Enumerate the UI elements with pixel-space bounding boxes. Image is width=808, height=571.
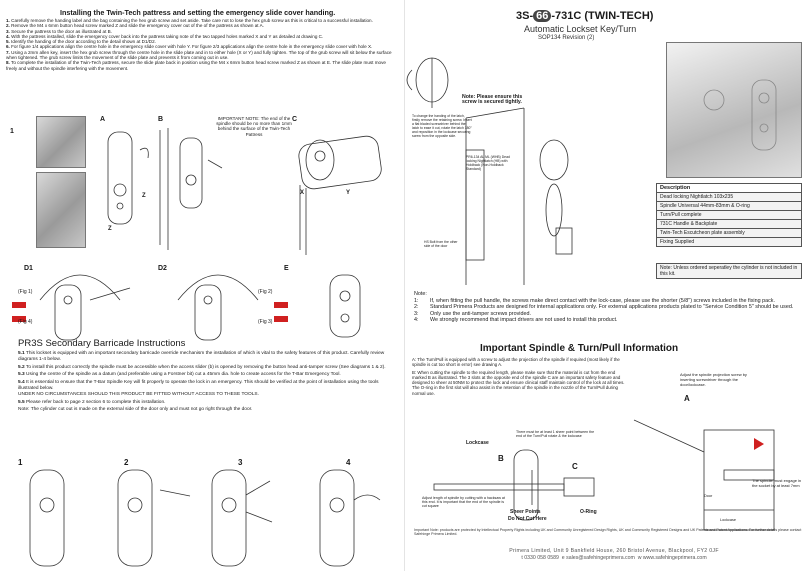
cylinder-not-included-note: Note: Unless ordered seperatley the cyli… <box>656 263 802 279</box>
step-3: 3. Secure the pattress to the door as il… <box>6 28 112 34</box>
para-5-2: 5.2 To install this product correctly th… <box>18 364 386 370</box>
footer-website[interactable]: www.safehingeprimera.com <box>642 555 707 561</box>
model-badge: 66 <box>533 10 552 22</box>
footer-contacts: t 0330 058 0589 e sales@safehingeprimera… <box>521 555 707 561</box>
diagram-num-2: 2 <box>124 458 129 467</box>
latch-handing-note: To change the handing of the latch, firs… <box>412 114 472 138</box>
left-line-art <box>12 128 382 567</box>
cutting-note: Adjust length of spindle by cutting with… <box>422 496 505 509</box>
step-6: 6. For figure 1/4 applications align the… <box>6 44 373 50</box>
door-label: Door <box>704 494 713 498</box>
note-1: 1:If, when fitting the pull handle, the … <box>414 297 775 304</box>
pattress-photo-bottom <box>36 172 86 248</box>
drawing-label-a: A <box>684 394 690 403</box>
note-3: 3:Only use the anti-tamper screws provid… <box>414 310 531 317</box>
parts-table-header: Description <box>656 183 802 193</box>
legal-notice: Important Note: products are protected b… <box>414 528 802 536</box>
footer-phone: 0330 058 0589 <box>524 555 559 561</box>
barricade-section-body: 5.1 This lockset is equipped with an imp… <box>18 351 398 415</box>
installation-steps: 1. Carefully remove the handing label an… <box>6 18 398 71</box>
left-title: Installing the Twin-Tech pattress and se… <box>60 8 336 17</box>
label-x: X <box>300 190 305 196</box>
sheer-points-label: Sheer Points <box>510 509 541 515</box>
step-7: 7. Using a 2mm allen key, insert the hex… <box>6 49 392 61</box>
spindle-section-body: A: The Turn/Pull is equipped with a scre… <box>412 357 630 398</box>
barricade-section-title: PR3S Secondary Barricade Instructions <box>18 338 186 349</box>
label-fig3: (Fig 3) <box>258 319 273 325</box>
parts-row: Dead locking Nightlatch 103x235 <box>656 192 802 202</box>
diagram-num-3: 3 <box>238 458 243 467</box>
fig-label-a: A <box>100 116 106 123</box>
parts-row: Turn/Pull complete <box>656 210 802 220</box>
label-y: Y <box>346 190 351 196</box>
product-photo <box>666 42 802 178</box>
bolt-note: HS Bolt from the other side of the door <box>424 240 458 248</box>
pattress-photo-top <box>36 116 86 168</box>
spindle-section-title: Important Spindle & Turn/Pull Informatio… <box>480 343 679 354</box>
cylinder-note: Note: The cylinder cut out is made on th… <box>18 407 253 413</box>
step-5: 5. Identify the handing of the door acco… <box>6 39 156 45</box>
lockcase-label: Lockcase <box>466 440 489 446</box>
parts-row: Twin-Tech Escutcheon plate assembly <box>656 228 802 238</box>
footer: Primera Limited, Unit 9 Bankfield House,… <box>444 548 784 562</box>
parts-row: 731C Handle & Backplate <box>656 219 802 229</box>
important-note-spindle: IMPORTANT NOTE: The end of the spindle s… <box>216 116 292 137</box>
lockcase-spec: PR6-134 AL ML (WHB) Dead locking Nightla… <box>466 155 510 171</box>
page-divider <box>404 0 405 571</box>
para-5-5: 5.5 Please refer back to page 2 section … <box>18 399 166 405</box>
diagram-num-4: 4 <box>346 458 351 467</box>
fig-label-1: 1 <box>10 128 14 135</box>
parts-table: Description Dead locking Nightlatch 103x… <box>656 183 802 247</box>
note-2: 2:Standard Primera Products are designed… <box>414 304 794 311</box>
model-number: 3S-66-731C (TWIN-TECH) <box>516 10 654 22</box>
drawing-label-b: B <box>498 454 504 463</box>
engage-note: The spindle must engage in the socket by… <box>752 478 802 488</box>
step-1: 1. Carefully remove the handing label an… <box>6 18 373 23</box>
fig-label-d1: D1 <box>24 265 33 272</box>
notes-list: Note: 1:If, when fitting the pull handle… <box>414 291 804 324</box>
o-ring-label: O-Ring <box>580 509 597 515</box>
step-8: 8. To complete the installation of the T… <box>6 60 386 71</box>
do-not-cut-label: Do Not Cut Here <box>508 516 547 522</box>
label-z-a: Z <box>108 226 112 232</box>
note-4: 4:We strongly recommend that impact driv… <box>414 317 618 324</box>
right-page: 3S-66-731C (TWIN-TECH) Automatic Lockset… <box>404 0 808 571</box>
spindle-para-b: B: When cutting the spindle to the requi… <box>412 369 625 396</box>
adjust-note: Adjust the spindle projection screw by i… <box>680 372 747 387</box>
para-5-3: 5.3 Using the centre of the spindle as a… <box>18 372 341 378</box>
label-z-b: Z <box>142 193 146 199</box>
fig-label-d2: D2 <box>158 265 167 272</box>
footer-email[interactable]: sales@safehingeprimera.com <box>566 555 635 561</box>
parts-row: Spindle Universal 44mm-83mm & O-ring <box>656 201 802 211</box>
label-fig1: (Fig 1) <box>18 289 33 295</box>
parts-row: Fixing Supplied <box>656 237 802 247</box>
para-5-4: 5.4 It is essential to ensure that the T… <box>18 380 379 397</box>
pull-note: Note: Please ensure this screw is secure… <box>462 94 523 105</box>
footer-address: Primera Limited, Unit 9 Bankfield House,… <box>509 548 719 554</box>
label-fig2: (Fig 2) <box>258 289 273 295</box>
step-4: 4. With the pattress installed, slide th… <box>6 33 324 39</box>
diagram-num-1: 1 <box>18 458 23 467</box>
fig-label-b: B <box>158 116 164 123</box>
para-5-1: 5.1 This lockset is equipped with an imp… <box>18 351 385 362</box>
step-2: 2. Remove the M4 x 6mm button head screw… <box>6 23 264 29</box>
lockcase-label-a: Lockcase <box>720 518 737 522</box>
notes-heading: Note: <box>414 291 427 297</box>
fig-label-c: C <box>292 116 298 123</box>
drawing-label-c: C <box>572 462 578 471</box>
sheer-gap-note: There must be at least 1 sheer point bet… <box>516 430 595 439</box>
left-page: Installing the Twin-Tech pattress and se… <box>6 8 398 567</box>
fig-label-e: E <box>284 265 289 272</box>
spindle-para-a: A: The Turn/Pull is equipped with a scre… <box>412 357 620 368</box>
label-fig4: (Fig 4) <box>18 319 33 325</box>
revision: SOP134 Revision (2) <box>538 35 595 41</box>
right-line-art <box>406 57 777 531</box>
product-subtitle: Automatic Lockset Key/Turn <box>524 24 637 34</box>
